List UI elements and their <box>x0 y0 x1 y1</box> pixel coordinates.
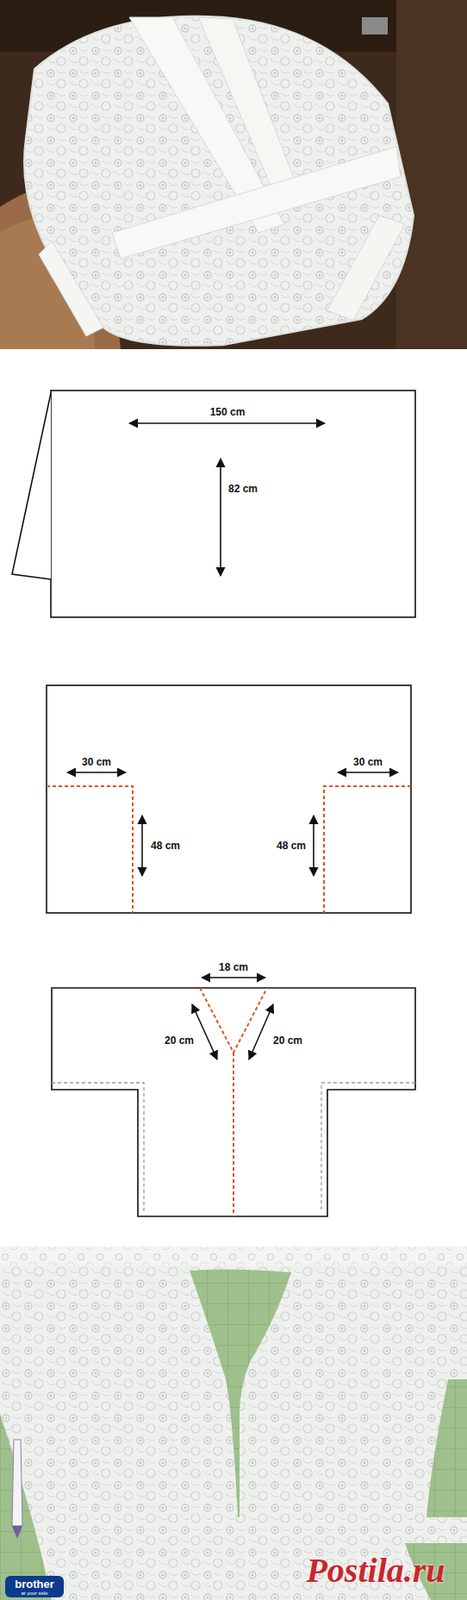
drawing-part <box>0 1245 467 1600</box>
kimono-pattern <box>51 977 416 1216</box>
drawing-part <box>12 1438 23 1526</box>
drawing-part <box>189 1268 292 1517</box>
drawing-part <box>38 241 104 337</box>
dimension-label: 150 cm <box>210 406 246 418</box>
dimension-label: 20 cm <box>164 1034 194 1046</box>
drawing-part <box>249 1003 274 1059</box>
drawing-part <box>426 1378 467 1517</box>
drawing-part <box>0 1245 467 1265</box>
dimension-label: 82 cm <box>228 483 258 494</box>
drawing-part <box>201 976 266 978</box>
drawing-part <box>46 785 411 913</box>
drawing-part <box>396 0 467 349</box>
lace-cutting-photo <box>0 1245 467 1600</box>
dimension-label: 30 cm <box>81 756 112 767</box>
drawing-part <box>0 0 467 349</box>
folded-fabric <box>12 390 416 617</box>
drawing-part <box>12 392 51 580</box>
cut-lines <box>46 684 411 913</box>
drawing-part <box>46 684 411 913</box>
drawing-part <box>192 977 274 1059</box>
drawing-part <box>198 17 302 207</box>
drawing-part <box>12 1525 23 1538</box>
drawing-part <box>50 390 416 617</box>
drawing-part <box>112 146 401 259</box>
drawing-part <box>0 1413 52 1600</box>
drawing-part <box>5 1575 64 1597</box>
brand-logo: brother <box>14 1577 55 1589</box>
drawing-part <box>337 771 399 773</box>
drawing-part <box>312 815 315 876</box>
drawing-part <box>219 458 222 576</box>
dimension-label: 18 cm <box>218 961 249 972</box>
brand-slogan: at your side <box>20 1589 48 1595</box>
drawing-part <box>141 815 144 876</box>
dimension-label: 30 cm <box>353 756 383 767</box>
drawing-part <box>67 772 399 876</box>
drawing-part <box>51 987 416 1216</box>
dimension-label: 20 cm <box>273 1034 303 1046</box>
drawing-part <box>129 422 325 424</box>
dimension-label: 48 cm <box>276 840 306 851</box>
drawing-part <box>199 987 268 1216</box>
dimension-label: 48 cm <box>150 840 181 851</box>
watermark: Postila.ru <box>305 1552 445 1588</box>
drawing-part <box>361 17 388 35</box>
drawing-part <box>327 215 405 321</box>
kimono-photo <box>0 0 467 349</box>
drawing-part <box>67 771 126 773</box>
drawing-part <box>24 16 414 346</box>
drawing-part <box>192 1003 218 1059</box>
